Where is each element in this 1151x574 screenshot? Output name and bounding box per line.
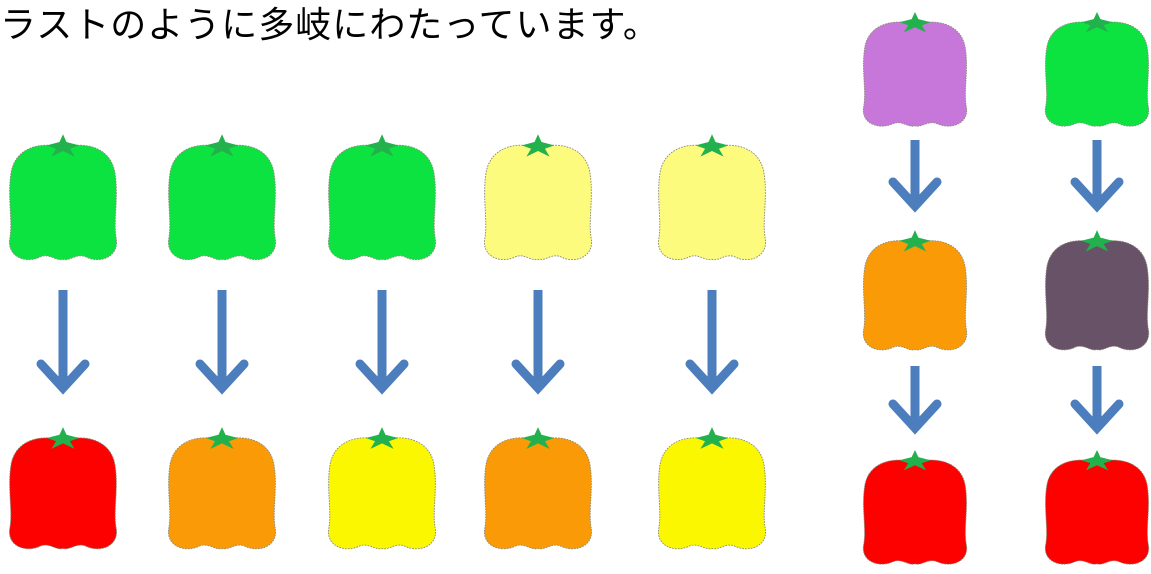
pepper-2-before: [164, 132, 280, 266]
caption-text: ラストのように多岐にわたっています。: [0, 5, 660, 46]
arrow-3: [354, 290, 410, 395]
pepper-3-after: [324, 425, 440, 555]
pepper-1-after: [5, 425, 121, 555]
pepper-4-before: [480, 132, 596, 266]
pepper-2-after: [164, 425, 280, 555]
pepper-1-before: [5, 132, 121, 266]
side-2-pepper-3: [1041, 448, 1151, 570]
arrow-4: [510, 290, 566, 395]
arrow-2: [194, 290, 250, 395]
arrow-1: [35, 290, 91, 395]
side-1-pepper-3: [859, 448, 971, 570]
arrow-5: [684, 290, 740, 395]
side-2-arrow-2: [1069, 366, 1125, 435]
side-1-pepper-2: [859, 228, 971, 356]
pepper-3-before: [324, 132, 440, 266]
pepper-5-after: [654, 425, 770, 555]
side-2-pepper-2: [1041, 228, 1151, 356]
pepper-4-after: [480, 425, 596, 555]
side-2-arrow-1: [1069, 140, 1125, 213]
side-1-pepper-1: [859, 10, 971, 132]
side-1-arrow-1: [887, 140, 943, 213]
side-2-pepper-1: [1041, 10, 1151, 132]
pepper-5-before: [654, 132, 770, 266]
side-1-arrow-2: [887, 366, 943, 435]
